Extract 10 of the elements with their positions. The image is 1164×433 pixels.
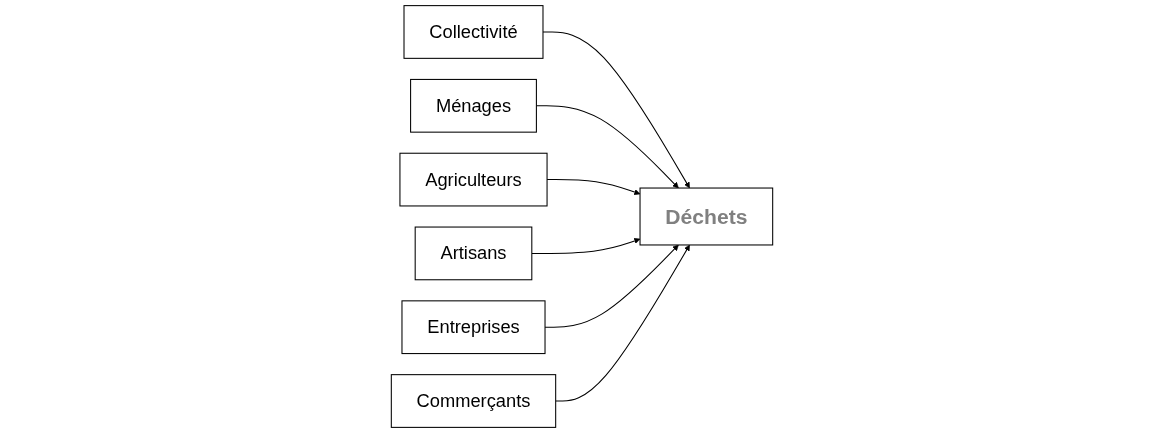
- node-box: Artisans: [414, 226, 533, 281]
- node-box: Agriculteurs: [399, 152, 548, 207]
- node-box: Commerçants: [390, 374, 557, 428]
- node-box: Déchets: [639, 187, 774, 246]
- arrow: [555, 244, 690, 402]
- node-box: Collectivité: [403, 5, 544, 59]
- arrow: [531, 237, 641, 254]
- node-box: Entreprises: [401, 300, 546, 355]
- node-box: Ménages: [410, 78, 537, 133]
- arrow: [542, 31, 690, 189]
